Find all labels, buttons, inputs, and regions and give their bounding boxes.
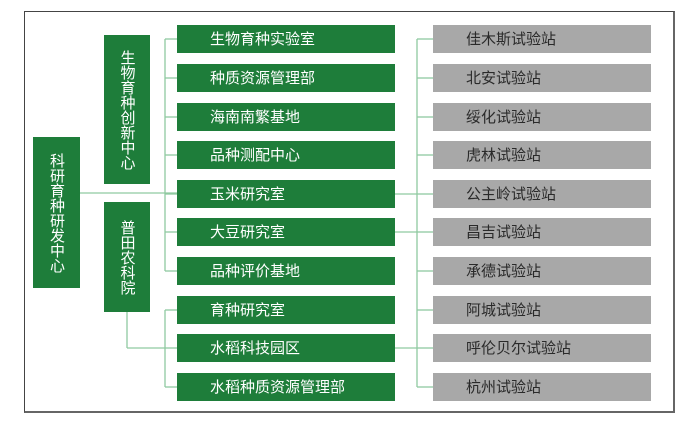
group-node-putian: 普田农科院	[104, 202, 150, 312]
station-node: 昌吉试验站	[433, 218, 651, 246]
station-node: 北安试验站	[433, 64, 651, 92]
department-node: 水稻科技园区	[177, 334, 395, 362]
station-node: 绥化试验站	[433, 103, 651, 131]
station-node: 公主岭试验站	[433, 180, 651, 208]
station-node: 呼伦贝尔试验站	[433, 334, 651, 362]
station-node: 阿城试验站	[433, 296, 651, 324]
chart-frame	[24, 11, 675, 413]
station-node: 杭州试验站	[433, 373, 651, 401]
department-node: 海南南繁基地	[177, 103, 395, 131]
department-node: 育种研究室	[177, 296, 395, 324]
station-node: 承德试验站	[433, 257, 651, 285]
station-node: 佳木斯试验站	[433, 25, 651, 53]
department-node: 玉米研究室	[177, 180, 395, 208]
department-node: 品种评价基地	[177, 257, 395, 285]
department-node: 水稻种质资源管理部	[177, 373, 395, 401]
department-node: 生物育种实验室	[177, 25, 395, 53]
group-node-bio-breeding: 生物育种创新中心	[104, 35, 150, 184]
root-node: 科研育种研发中心	[33, 137, 80, 288]
station-node: 虎林试验站	[433, 141, 651, 169]
department-node: 大豆研究室	[177, 218, 395, 246]
department-node: 品种测配中心	[177, 141, 395, 169]
department-node: 种质资源管理部	[177, 64, 395, 92]
